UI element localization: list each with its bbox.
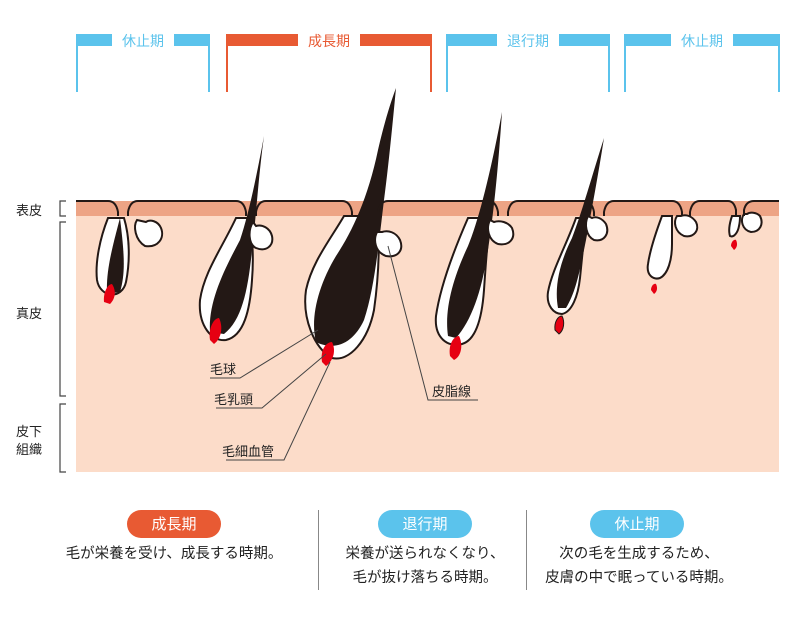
follicle-growth-1 [198, 136, 274, 344]
phase-desc-catagen: 栄養が送られなくなり、 毛が抜け落ちる時期。 [326, 542, 524, 590]
phase-desc-catagen-line2: 毛が抜け落ちる時期。 [352, 570, 498, 586]
phase-desc-rest-line2: 皮膚の中で眠っている時期。 [545, 570, 733, 586]
top-label-rest-2: 休止期 [681, 34, 723, 50]
top-label-catagen: 退行期 [507, 34, 549, 50]
phase-bracket-rest-1 [76, 26, 210, 92]
epidermis-layer [76, 201, 779, 216]
follicle-rest-3 [728, 211, 763, 250]
phase-desc-growth-line1: 毛が栄養を受け、成長する時期。 [65, 546, 283, 562]
divider-2 [526, 510, 527, 590]
phase-desc-rest: 次の毛を生成するため、 皮膚の中で眠っている時期。 [536, 542, 742, 590]
phase-desc-rest-line1: 次の毛を生成するため、 [559, 546, 719, 562]
annotation-sebaceous-gland: 皮脂線 [432, 384, 471, 400]
phase-pill-rest: 休止期 [590, 510, 684, 538]
follicle-rest-1 [95, 217, 164, 304]
divider-1 [318, 510, 319, 590]
annotation-leaders [210, 245, 478, 461]
phase-desc-catagen-line1: 栄養が送られなくなり、 [345, 546, 505, 562]
hair-cycle-diagram: 休止期 成長期 退行期 休止期 表皮 真皮 皮下 組織 毛球 毛乳頭 毛細血管 … [16, 26, 780, 473]
annotation-capillary: 毛細血管 [222, 445, 274, 460]
phase-pill-growth: 成長期 [127, 510, 221, 538]
layer-label-dermis: 真皮 [16, 307, 42, 322]
top-label-growth: 成長期 [308, 34, 350, 50]
follicle-catagen-2 [546, 138, 609, 335]
layer-label-subcutis-1: 皮下 [16, 425, 42, 440]
annotation-dermal-papilla: 毛乳頭 [214, 393, 253, 408]
phase-bracket-growth [226, 26, 432, 92]
follicle-rest-2 [646, 214, 699, 294]
annotation-hair-bulb: 毛球 [210, 363, 236, 378]
layer-label-subcutis-2: 組織 [16, 443, 42, 458]
phase-pill-catagen: 退行期 [378, 510, 472, 538]
phase-bracket-rest-2 [624, 26, 780, 92]
follicle-catagen-1 [434, 112, 515, 360]
dermis-layer [76, 216, 779, 472]
phase-desc-growth: 毛が栄養を受け、成長する時期。 [40, 542, 308, 566]
layer-label-epidermis: 表皮 [16, 204, 42, 219]
layer-brackets [59, 200, 66, 473]
phase-bracket-catagen [446, 26, 610, 92]
follicle-growth-main [304, 88, 403, 366]
epidermis-outline [76, 200, 779, 216]
top-label-rest-1: 休止期 [122, 34, 164, 50]
